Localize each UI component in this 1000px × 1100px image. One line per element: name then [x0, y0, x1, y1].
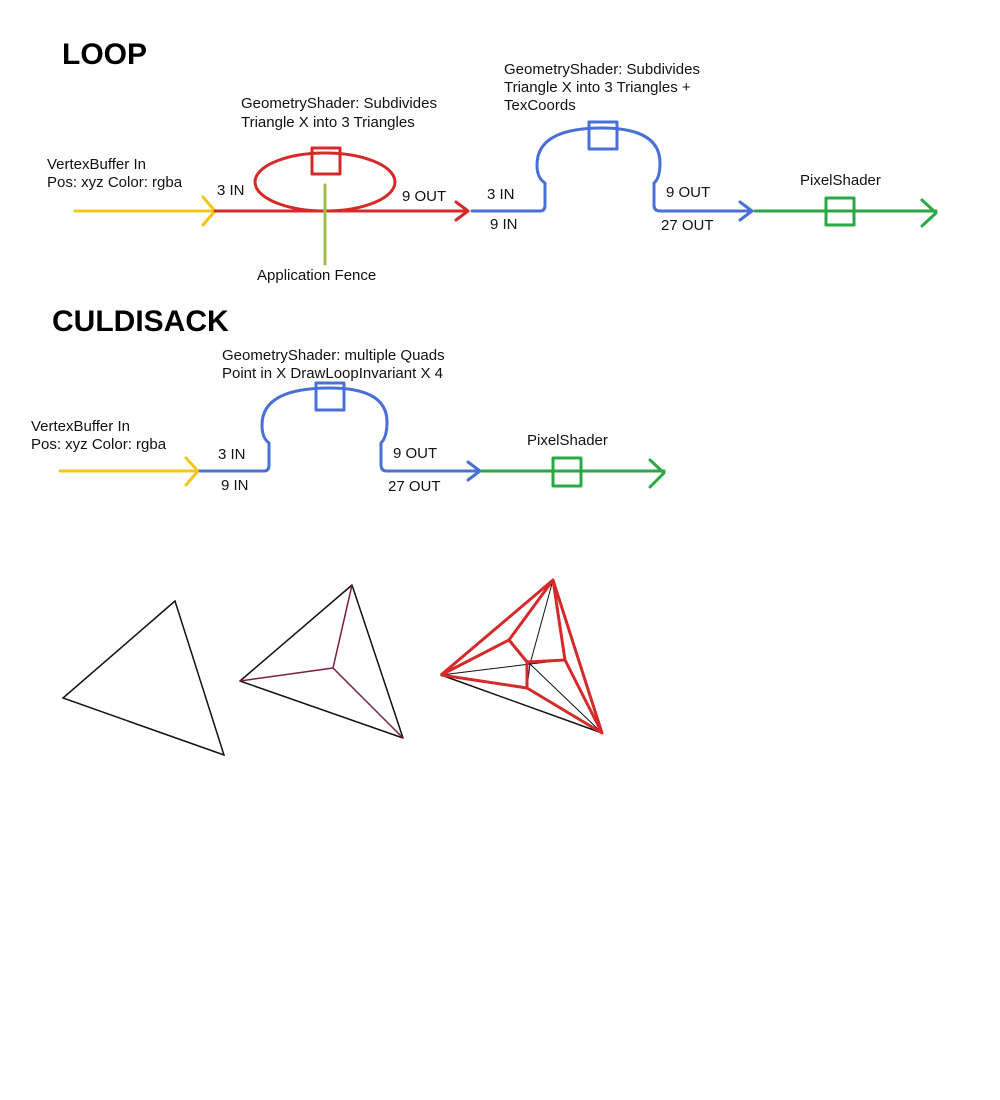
cul-vertex-label-1: VertexBuffer In	[31, 418, 130, 435]
loop-gs2-label-1: GeometryShader: Subdivides	[504, 61, 700, 78]
loop-gs1-label-1: GeometryShader: Subdivides	[241, 95, 437, 112]
cul-vertex-label-2: Pos: xyz Color: rgba	[31, 436, 167, 453]
triangle-subdivided-3	[239, 584, 404, 739]
loop-pixel-line	[753, 198, 938, 228]
loop-vertex-arrow	[73, 195, 217, 227]
loop-out-9: 9 OUT	[402, 188, 447, 205]
loop-gs2-out-9: 9 OUT	[666, 184, 711, 201]
loop-gs2-label-2: Triangle X into 3 Triangles +	[504, 79, 691, 96]
loop-vertex-label-1: VertexBuffer In	[47, 156, 146, 173]
loop-title: LOOP	[62, 38, 148, 71]
cul-gs-box	[314, 381, 346, 412]
culdisack-title: CULDISACK	[52, 305, 229, 338]
culdisack-pipeline	[58, 381, 666, 489]
loop-gs2-in-9: 9 IN	[490, 216, 518, 233]
loop-gs2-box	[587, 120, 619, 151]
cul-out-9: 9 OUT	[393, 445, 438, 462]
cul-gs-line	[198, 386, 482, 482]
loop-pixel-label: PixelShader	[800, 172, 881, 189]
cul-in-3: 3 IN	[218, 446, 246, 463]
loop-gs2-out-27: 27 OUT	[661, 217, 714, 234]
cul-pixel-box	[551, 456, 583, 488]
loop-vertex-label-2: Pos: xyz Color: rgba	[47, 174, 183, 191]
triangle-subdivided-9	[440, 578, 604, 735]
loop-gs1-box	[310, 146, 342, 176]
cul-pixel-line	[480, 458, 666, 489]
cul-out-27: 27 OUT	[388, 478, 441, 495]
loop-in-3: 3 IN	[217, 182, 245, 199]
fence-label: Application Fence	[257, 267, 377, 284]
cul-gs-label-2: Point in X DrawLoopInvariant X 4	[222, 365, 443, 382]
cul-gs-label-1: GeometryShader: multiple Quads	[222, 347, 445, 364]
cul-in-9: 9 IN	[221, 477, 249, 494]
loop-gs2-in-3: 3 IN	[487, 186, 515, 203]
triangle-plain	[61, 599, 226, 757]
loop-pipeline	[73, 120, 938, 266]
loop-gs2-line	[470, 126, 754, 222]
loop-gs1-label-2: Triangle X into 3 Triangles	[241, 114, 415, 131]
cul-pixel-label: PixelShader	[527, 432, 608, 449]
cul-vertex-arrow	[58, 456, 200, 487]
loop-pixel-box	[824, 196, 856, 227]
loop-gs2-label-3: TexCoords	[504, 97, 576, 114]
